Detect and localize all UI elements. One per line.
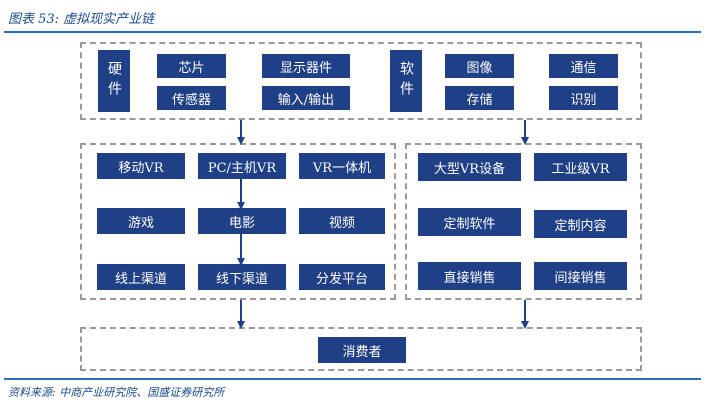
ml-pc-vr: PC/主机VR [198,153,286,179]
mr-large-vr-equipment: 大型VR设备 [418,153,521,181]
mr-custom-content: 定制内容 [534,210,627,238]
ml-games: 游戏 [97,208,185,234]
software-label: 软件 [390,50,422,112]
sw-item-recog: 识别 [549,86,618,110]
top-panel [80,42,642,120]
hardware-label: 硬件 [98,50,130,112]
ml-movies: 电影 [198,208,286,234]
hw-item-sensor: 传感器 [157,86,226,110]
ml-video: 视频 [299,208,385,234]
mr-indirect-sales: 间接销售 [534,262,627,290]
figure-caption: 图表 53: 虚拟现实产业链 [8,12,155,27]
sw-item-comm: 通信 [549,54,618,78]
ml-mobile-vr: 移动VR [97,153,185,179]
consumer-panel [80,327,642,371]
top-rule [4,31,701,33]
sw-item-storage: 存储 [445,86,514,110]
consumer-box: 消费者 [318,337,406,363]
hw-item-display: 显示器件 [262,54,350,78]
ml-online-channel: 线上渠道 [97,264,185,290]
source-note: 资料来源: 中商产业研究院、国盛证券研究所 [8,386,225,399]
mr-direct-sales: 直接销售 [418,262,521,290]
bottom-rule [4,378,701,380]
hw-item-chip: 芯片 [157,54,226,78]
hw-item-io: 输入/输出 [262,86,350,110]
mr-industrial-vr: 工业级VR [534,153,627,181]
ml-distribution-platform: 分发平台 [299,264,385,290]
mr-custom-software: 定制软件 [418,208,521,236]
ml-offline-channel: 线下渠道 [198,264,286,290]
ml-standalone-vr: VR一体机 [299,153,385,179]
sw-item-image: 图像 [445,54,514,78]
